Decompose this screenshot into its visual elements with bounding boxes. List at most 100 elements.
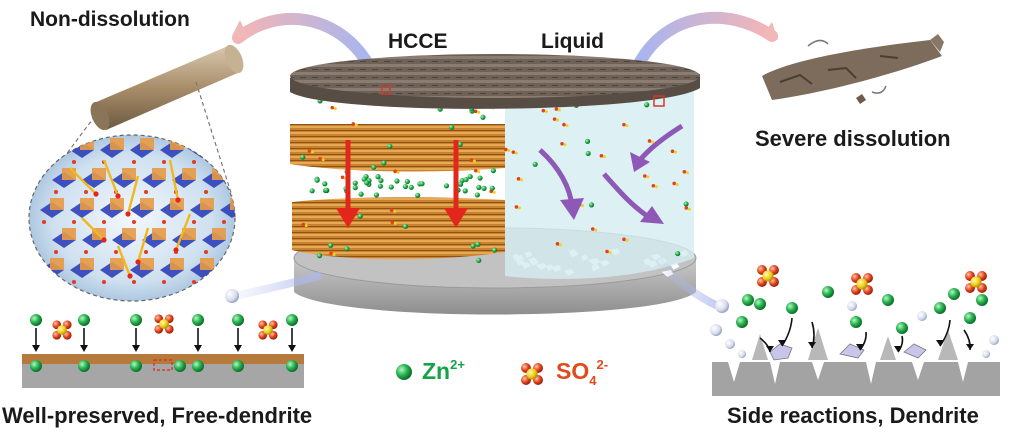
- broken-wood-icon: [762, 34, 944, 104]
- zn-ion: [344, 246, 350, 252]
- arc-arrow-right: [634, 11, 778, 68]
- zn-ion-icon: [396, 364, 412, 380]
- zn-ion: [588, 202, 595, 208]
- zn-ion: [402, 223, 409, 229]
- zn-ion: [352, 180, 358, 186]
- zoom-line-right: [195, 81, 233, 197]
- legend-zn-charge: 2+: [450, 357, 465, 372]
- zn-ion: [371, 164, 377, 170]
- zn-ion: [476, 184, 482, 190]
- zn-ion: [322, 181, 328, 187]
- sulfate-ion: [258, 320, 278, 340]
- zn-ion: [309, 188, 315, 194]
- dendrite-ions: [710, 265, 999, 358]
- glow-streak-right: [656, 258, 722, 310]
- zn-ion: [457, 181, 464, 187]
- zn-ion: [192, 314, 204, 326]
- arc-arrow-right-head: [762, 22, 778, 40]
- zn-ion: [882, 294, 894, 306]
- zn-ion: [377, 183, 384, 189]
- deposition-arrow: [132, 328, 140, 352]
- zn-ion: [375, 174, 381, 180]
- zn-ion: [462, 188, 468, 194]
- sulfate-ion-icon: [521, 363, 543, 385]
- zn-ion: [78, 314, 90, 326]
- label-well-preserved: Well-preserved, Free-dendrite: [2, 403, 313, 428]
- zn-ion: [192, 360, 204, 372]
- zn-ion: [387, 143, 393, 149]
- zn-ion: [786, 302, 798, 314]
- zn-ion: [232, 314, 244, 326]
- zn-ion: [314, 177, 320, 183]
- zn-ion: [532, 161, 538, 167]
- zn-ion: [490, 168, 496, 174]
- well-preserved-anode: [22, 354, 304, 388]
- arc-arrow-left: [232, 13, 374, 70]
- zn-ion: [394, 178, 400, 184]
- zn-ion: [396, 364, 412, 380]
- zn-ion: [475, 241, 481, 247]
- zn-ion: [300, 154, 306, 160]
- arc-arrow-left-head: [232, 20, 248, 38]
- label-non-dissolution: Non-dissolution: [30, 8, 190, 31]
- legend-so4-sub: 4: [589, 373, 597, 388]
- zn-ion: [130, 314, 142, 326]
- deposition-arrow: [32, 328, 40, 352]
- zn-ion: [675, 250, 681, 257]
- zn-ion: [754, 298, 766, 310]
- zn-ion: [477, 175, 483, 181]
- zn-ion: [850, 316, 862, 328]
- deposition-arrow: [80, 328, 88, 352]
- label-severe-dissolution: Severe dissolution: [755, 126, 951, 151]
- label-hcce: HCCE: [388, 30, 448, 53]
- sulfate-ion: [757, 265, 779, 287]
- zn-ion: [130, 360, 142, 372]
- zn-ion: [408, 184, 414, 190]
- zn-ion: [449, 124, 455, 130]
- zn-ion: [896, 322, 908, 334]
- red-arrow-left-head: [336, 208, 360, 228]
- zn-ion: [323, 187, 329, 193]
- zn-ion: [358, 191, 364, 197]
- sulfate-ion: [154, 314, 174, 334]
- legend-zn-base: Zn: [422, 358, 451, 384]
- liquid-region: [505, 88, 694, 279]
- zn-ion: [373, 192, 380, 198]
- zn-ion: [352, 185, 358, 191]
- zoom-circle: [28, 134, 236, 302]
- top-cap: [290, 54, 700, 109]
- label-liquid: Liquid: [541, 30, 604, 53]
- zn-ion: [328, 242, 334, 249]
- zn-ion: [316, 253, 323, 259]
- zn-ion: [822, 286, 834, 298]
- glow-bubble-left: [225, 289, 239, 303]
- deposition-arrow: [194, 328, 202, 352]
- label-side-reactions: Side reactions, Dendrite: [727, 403, 979, 428]
- zn-ion: [742, 294, 754, 306]
- well-preserved-ions: [30, 314, 298, 372]
- zn-ion: [415, 192, 421, 198]
- sulfate-ion: [851, 273, 873, 295]
- hcce-block-lower: [292, 197, 505, 260]
- rod-icon: [90, 44, 244, 131]
- zn-ion: [286, 360, 298, 372]
- zn-ion: [286, 314, 298, 326]
- zn-ion: [463, 176, 469, 183]
- zn-ion: [232, 360, 244, 372]
- zn-ion: [585, 150, 591, 157]
- zn-ion: [419, 181, 425, 187]
- zn-ion: [964, 312, 976, 324]
- glow-bubble-right: [715, 299, 729, 313]
- zn-ion: [489, 185, 495, 191]
- zn-ion: [644, 102, 650, 108]
- red-arrow-right-head: [444, 208, 468, 228]
- sulfate-ion: [52, 320, 72, 340]
- legend-zn: Zn2+: [422, 357, 465, 385]
- zn-ion: [584, 138, 591, 144]
- zn-ion: [443, 183, 450, 189]
- zn-ion: [683, 201, 689, 207]
- zn-ion: [457, 141, 463, 147]
- flow-arrows: [538, 123, 684, 224]
